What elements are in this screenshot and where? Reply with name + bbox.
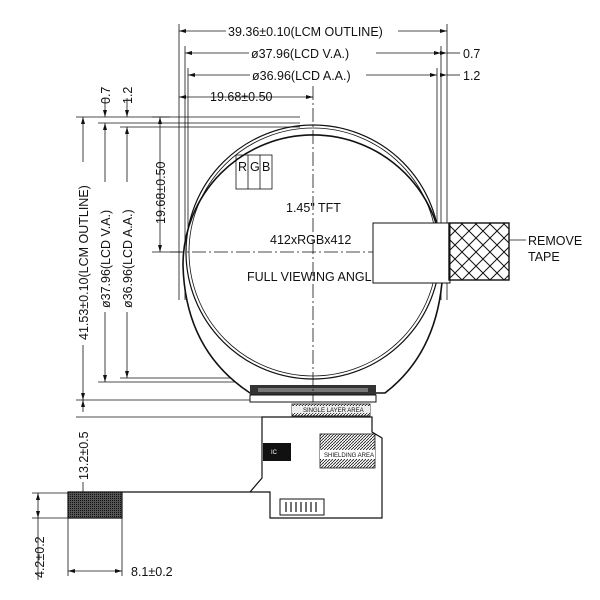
lcd-aa-width-label: ø36.96(LCD A.A.)	[252, 69, 351, 83]
fpc-connector-pins	[285, 502, 317, 512]
va-offset-top-label: 0.7	[99, 87, 113, 104]
fpc-stiffener-label: SINGLE LAYER AREA	[303, 408, 364, 414]
fpc-chip-label: IC	[271, 450, 278, 456]
display-size: 1.45" TFT	[286, 201, 341, 215]
pixel-g: G	[250, 160, 260, 174]
fpc-component-label: SHIELDING AREA	[324, 453, 374, 459]
lcd-aa-height-label: ø36.96(LCD A.A.)	[121, 209, 135, 308]
display-resolution: 412xRGBx412	[270, 233, 351, 247]
aa-offset-right-label: 1.2	[463, 69, 480, 83]
center-offset-y-label: 19.68±0.50	[154, 161, 168, 224]
fpc-cable: SINGLE LAYER AREA IC SHIELDING AREA	[67, 403, 383, 519]
lcm-outline-height-label: 41.53±0.10(LCM OUTLINE)	[77, 185, 91, 340]
fpc-tail-height-label: 4.2±0.2	[33, 536, 47, 578]
aa-offset-top-label: 1.2	[121, 87, 135, 104]
top-dimension-group: 39.36±0.10(LCM OUTLINE) ø37.96(LCD V.A.)…	[178, 24, 480, 300]
fpc-length-label: 13.2±0.5	[77, 431, 91, 480]
viewing-angle: FULL VIEWING ANGLE	[247, 270, 380, 284]
fpc-contact-pads	[67, 491, 123, 519]
remove-tape-line1: REMOVE	[528, 234, 582, 248]
pixel-b: B	[262, 160, 270, 174]
pixel-r: R	[238, 160, 247, 174]
lcm-outline-width-label: 39.36±0.10(LCM OUTLINE)	[228, 25, 383, 39]
va-offset-right-label: 0.7	[463, 47, 480, 61]
fpc-tail-width-label: 8.1±0.2	[131, 565, 173, 579]
tape-pull-tab	[448, 222, 510, 281]
lcd-va-width-label: ø37.96(LCD V.A.)	[251, 47, 349, 61]
remove-tape: REMOVE TAPE	[372, 222, 582, 284]
rgb-pixel-diagram: R G B	[235, 154, 273, 190]
lcm-module: R G B 1.45" TFT 412xRGBx412 FULL VIEWING…	[170, 86, 448, 403]
fpc-chip	[263, 443, 291, 461]
remove-tape-line2: TAPE	[528, 250, 560, 264]
lcd-va-height-label: ø37.96(LCD V.A.)	[99, 210, 113, 308]
center-offset-x-label: 19.68±0.50	[210, 90, 273, 104]
